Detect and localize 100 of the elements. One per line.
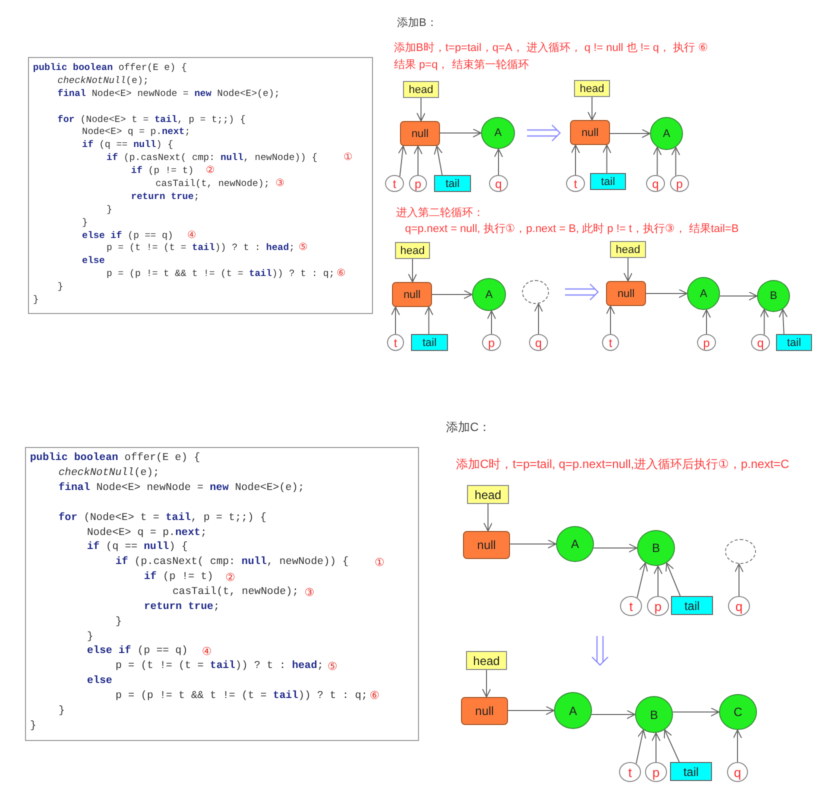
step-description: q=p.next = null, 执行①，p.next = B, 此时 p != t，执行③， 结果tail=B [405, 222, 739, 236]
code-line: else [82, 255, 105, 266]
arrow [494, 148, 503, 176]
pointer-ellipse: t [566, 175, 585, 192]
code-line: casTail(t, newNode); [156, 178, 270, 189]
arrow [391, 306, 400, 334]
code-line: if (q == null) { [87, 541, 188, 554]
step-description: 添加C时，t=p=tail, q=p.next=null,进入循环后执行①，p.next=C [456, 456, 790, 473]
pointer-ellipse: t [602, 334, 619, 351]
arrow [414, 146, 422, 176]
step-marker: ③ [276, 178, 284, 189]
pointer-ellipse: t [620, 596, 642, 616]
node-circle: A [687, 277, 720, 310]
code-line: } [106, 204, 112, 215]
tail-label-box: tail [590, 173, 626, 190]
code-line: } [30, 720, 36, 732]
arrow [665, 562, 681, 596]
tail-label-box: tail [411, 334, 448, 351]
code-line: public boolean offer(E e) { [33, 62, 187, 73]
arrow [778, 308, 788, 334]
step-marker: ② [206, 165, 215, 176]
empty-node-circle [725, 539, 756, 564]
code-line: } [82, 216, 88, 228]
code-line: for (Node<E> t = tail, p = t;;) { [58, 512, 266, 524]
arrow [484, 504, 492, 532]
code-line: else if (p == q) [87, 645, 188, 658]
arrow [733, 730, 742, 762]
arrow [588, 96, 596, 120]
code-panel [28, 57, 373, 314]
arrow [593, 544, 638, 552]
head-label-box: head [466, 651, 507, 670]
code-line: casTail(t, newNode); [172, 586, 299, 598]
code-line: p = (p != t && t != (t = tail)) ? t : q; [106, 268, 335, 280]
arrow [624, 258, 632, 282]
step-marker: ② [225, 570, 236, 584]
code-line: p = (t != (t = tail)) ? t : head; [106, 242, 295, 254]
step-marker: ① [343, 152, 352, 164]
pointer-ellipse: q [728, 596, 750, 616]
pointer-ellipse: q [646, 175, 665, 192]
head-label-box: head [395, 242, 430, 259]
arrow [671, 146, 680, 176]
arrow [424, 306, 434, 334]
arrow [602, 144, 612, 174]
arrow [606, 306, 615, 334]
node-circle: B [635, 696, 673, 733]
arrow [434, 146, 443, 176]
pointer-ellipse: q [751, 334, 770, 351]
code-line: } [87, 630, 94, 643]
section-heading: 添加B： [397, 16, 438, 30]
step-marker: ① [374, 556, 385, 569]
tail-label-box: tail [434, 175, 471, 192]
node-circle: A [556, 526, 594, 562]
code-line: else if (p == q) [82, 230, 174, 241]
node-circle: B [757, 280, 790, 312]
code-line: else [87, 675, 112, 688]
arrow [610, 129, 650, 138]
step-description: 进入第二轮循环： [396, 206, 484, 220]
head-label-box: head [403, 81, 439, 98]
arrow [398, 146, 407, 177]
code-line: if (p.casNext( cmp: null, newNode)) { [106, 152, 318, 164]
pointer-ellipse: p [647, 596, 669, 616]
pointer-ellipse: q [727, 762, 748, 782]
empty-node-circle [522, 280, 549, 304]
step-description: 添加B时，t=p=tail，q=A， 进入循环， q != null 也 != q， 执行 ⑥ [394, 41, 708, 55]
pointer-ellipse: p [645, 762, 667, 782]
node-circle: A [481, 117, 515, 149]
arrow [510, 540, 556, 548]
node-circle: B [637, 530, 675, 566]
code-line: return true; [131, 190, 200, 202]
step-marker: ⑥ [336, 268, 346, 280]
tail-label-box: tail [776, 334, 812, 351]
arrow [654, 565, 662, 596]
node-circle: A [650, 117, 683, 150]
pointer-ellipse: q [529, 334, 548, 351]
arrow [408, 258, 417, 282]
step-marker: ④ [187, 230, 196, 241]
code-line: final Node<E> newNode = new Node<E>(e); [58, 88, 280, 99]
arrow [652, 146, 662, 176]
code-line: } [58, 281, 64, 292]
pointer-ellipse: q [489, 175, 508, 192]
arrow [734, 563, 744, 596]
code-line: if (p != t) [144, 571, 214, 584]
pointer-ellipse: p [482, 334, 501, 351]
step-marker: ④ [202, 644, 212, 658]
pointer-ellipse: p [670, 175, 689, 192]
node-circle: A [472, 278, 506, 311]
arrow [664, 729, 680, 762]
code-line: return true; [144, 600, 220, 613]
null-node-box: null [392, 282, 432, 307]
arrow [760, 308, 769, 336]
null-node-box: null [463, 531, 510, 559]
code-panel [25, 447, 419, 741]
code-line: if (p != t) [131, 165, 194, 176]
step-marker: ⑤ [327, 660, 338, 673]
arrow [487, 310, 496, 334]
step-description: 结果 p=q， 结束第一轮循环 [394, 58, 529, 72]
pointer-ellipse: t [619, 762, 641, 782]
arrow [571, 144, 580, 176]
node-circle: A [554, 692, 592, 729]
code-line: } [58, 704, 65, 717]
